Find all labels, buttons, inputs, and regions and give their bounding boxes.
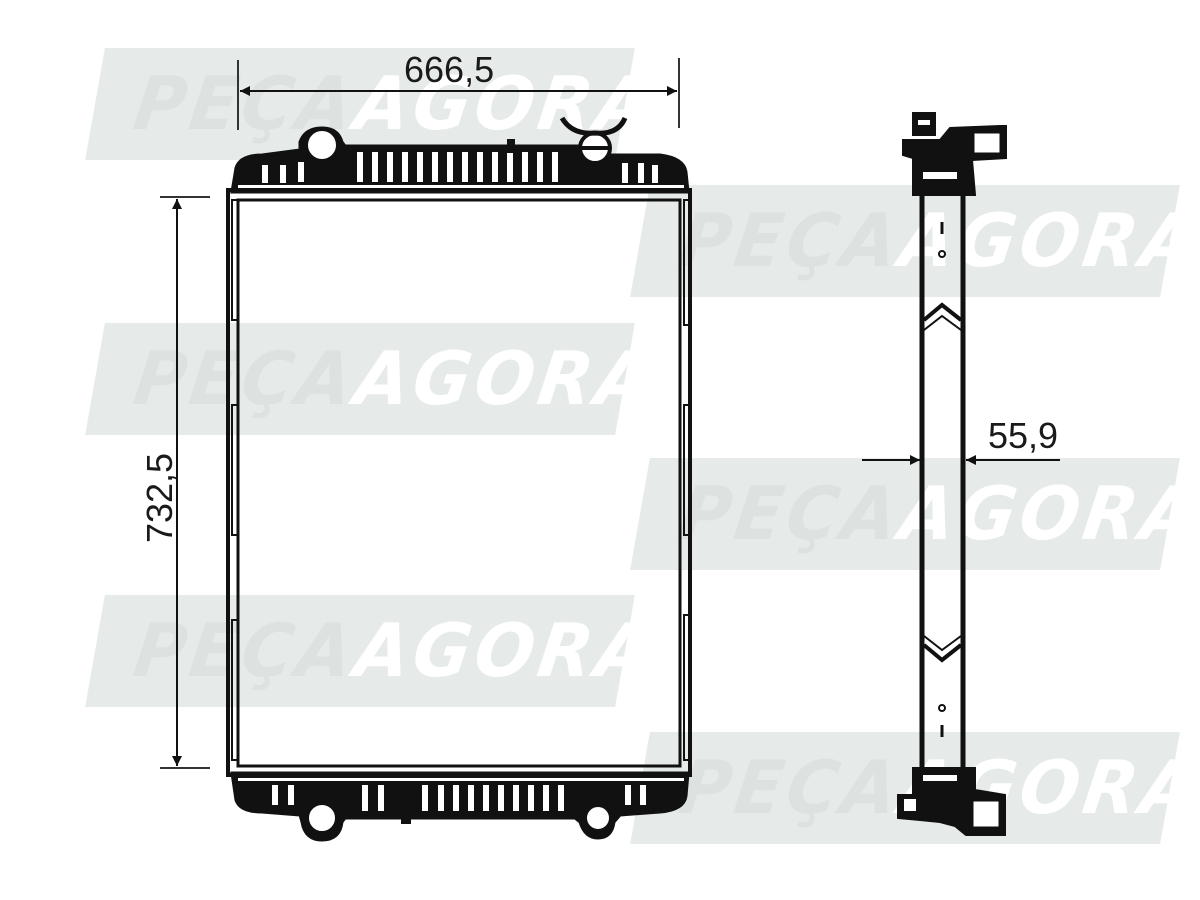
height-dimension — [160, 196, 210, 769]
depth-dimension-label: 55,9 — [988, 415, 1059, 456]
height-dimension-label: 732,5 — [139, 452, 180, 544]
width-dimension-label: 666,5 — [404, 49, 495, 90]
radiator-front-view — [226, 116, 692, 842]
width-dimension — [237, 58, 680, 130]
radiator-side-view — [897, 112, 1007, 836]
